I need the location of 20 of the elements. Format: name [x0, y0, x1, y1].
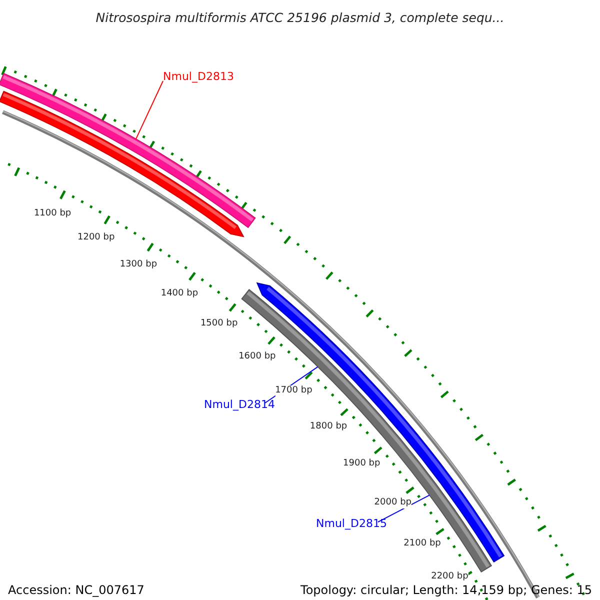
leader-line	[136, 80, 164, 140]
gene-label: Nmul_D2814	[204, 398, 275, 411]
accession-text: Accession: NC_007617	[8, 583, 144, 597]
title: Nitrosospira multiformis ATCC 25196 plasmid 3, complete sequ...	[96, 9, 504, 27]
leader-line	[378, 494, 430, 522]
tick-label: 1700 bp	[275, 385, 312, 396]
tick-label: 2200 bp	[431, 572, 468, 582]
tick-label: 2100 bp	[404, 538, 441, 550]
tick-label: 1300 bp	[120, 260, 158, 271]
tick-label: 1500 bp	[200, 318, 238, 330]
summary-text: Topology: circular; Length: 14,159 bp; Genes: 15	[300, 583, 592, 597]
tick-label: 2000 bp	[374, 498, 412, 509]
tick-label: 1200 bp	[78, 232, 115, 244]
tick-label: 1400 bp	[160, 288, 198, 300]
gene-label: Nmul_D2815	[316, 517, 387, 530]
tick-label: 1900 bp	[343, 458, 380, 470]
tick-label: 1800 bp	[310, 421, 348, 432]
tick-label: 1600 bp	[238, 351, 276, 362]
gene-label: Nmul_D2813	[163, 70, 234, 83]
tick-label: 1100 bp	[34, 208, 72, 220]
